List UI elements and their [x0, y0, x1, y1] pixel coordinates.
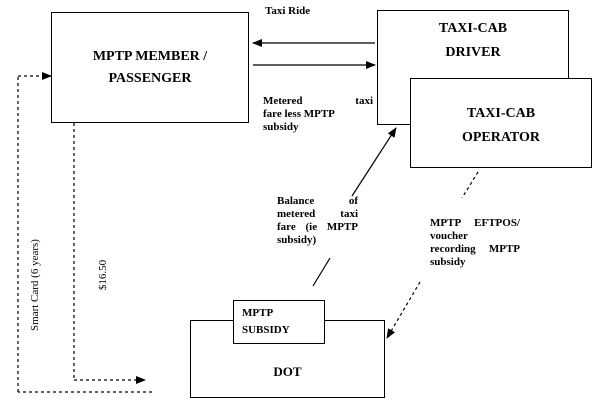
- balance-line4: subsidy): [277, 234, 317, 246]
- dot-label: DOT: [273, 364, 302, 379]
- member-passenger-box: MPTP MEMBER / PASSENGER: [51, 12, 249, 123]
- taxi-cab-operator-label: TAXI-CAB OPERATOR: [461, 106, 541, 145]
- eftpos-line3: recording MPTP: [430, 243, 520, 255]
- eftpos-line2: voucher: [430, 230, 468, 242]
- balance-line3: fare (ie MPTP: [277, 221, 358, 233]
- taxi-cab-operator-box: TAXI-CAB OPERATOR: [410, 78, 592, 168]
- balance-line2: metered taxi: [277, 208, 358, 220]
- eftpos-arrow-upper: [461, 171, 479, 199]
- balance-line1: Balance of: [277, 195, 358, 207]
- amount-label: $16.50: [97, 259, 109, 291]
- eftpos-label: MPTP EFTPOS/ voucher recording MPTP subs…: [430, 217, 520, 269]
- eftpos-line1: MPTP EFTPOS/: [430, 217, 520, 229]
- mptp-subsidy-label: MPTP SUBSIDY: [242, 307, 290, 336]
- metered-fare-line3: subsidy: [263, 121, 299, 133]
- balance-label: Balance of metered taxi fare (ie MPTP su…: [277, 195, 358, 247]
- taxi-cab-driver-label: TAXI-CAB DRIVER: [438, 21, 508, 60]
- eftpos-arrow-lower: [386, 281, 421, 339]
- smart-card-label: Smart Card (6 years): [29, 239, 41, 331]
- member-passenger-label: MPTP MEMBER / PASSENGER: [92, 48, 208, 86]
- metered-fare-line2: fare less MPTP: [263, 108, 335, 120]
- mptp-subsidy-box: MPTP SUBSIDY: [233, 300, 325, 344]
- eftpos-line4: subsidy: [430, 256, 466, 268]
- balance-arrow-upper: [351, 127, 397, 197]
- balance-arrow-lower: [312, 257, 331, 287]
- taxi-ride-label: Taxi Ride: [265, 5, 311, 17]
- metered-fare-label: Metered taxi fare less MPTP subsidy: [263, 95, 373, 134]
- metered-fare-line1: Metered taxi: [263, 95, 373, 107]
